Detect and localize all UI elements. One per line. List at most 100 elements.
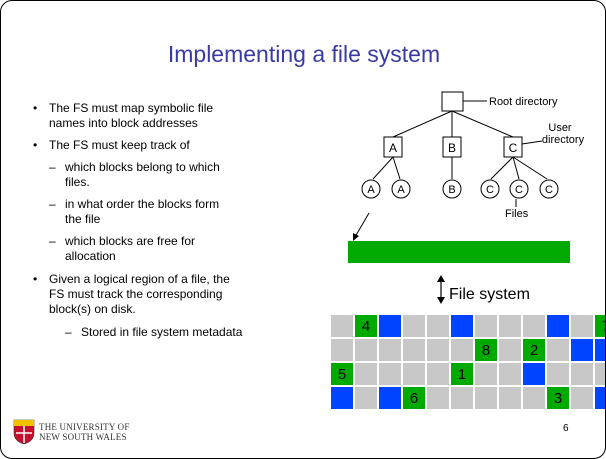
root-directory-box	[441, 91, 464, 112]
disk-block	[523, 387, 546, 410]
sub-bullet-dash: –	[65, 325, 72, 339]
disk-block	[451, 315, 474, 338]
svg-text:C: C	[486, 184, 494, 196]
bullet-3-line-1: Given a logical region of a file, the	[49, 272, 230, 286]
slide-title: Implementing a file system	[167, 41, 441, 67]
disk-block: 4	[355, 315, 378, 338]
directory-c-label: C	[509, 141, 518, 155]
disk-block	[379, 339, 402, 362]
file-node-b: B	[442, 179, 462, 199]
disk-block	[331, 387, 354, 410]
sub-bullet-1-line-2: files.	[65, 175, 90, 189]
disk-block	[379, 387, 402, 410]
disk-block	[331, 339, 354, 362]
bullet-dot: •	[33, 272, 38, 286]
sub-bullet-2-line-1: in what order the blocks form	[65, 197, 220, 211]
file-storage-bar	[348, 241, 570, 263]
disk-block	[403, 339, 426, 362]
file-node-c1: C	[480, 179, 500, 199]
page-number: 6	[563, 423, 569, 434]
disk-block	[523, 363, 546, 386]
svg-text:C: C	[515, 184, 523, 196]
disk-block	[427, 339, 450, 362]
sub-bullet-dash: –	[49, 160, 56, 174]
disk-block	[379, 315, 402, 338]
disk-block	[475, 363, 498, 386]
files-label: Files	[505, 208, 529, 220]
disk-block	[475, 315, 498, 338]
disk-block	[523, 315, 546, 338]
disk-block	[451, 387, 474, 410]
file-node-c2: C	[509, 179, 529, 199]
bullet-dot: •	[33, 138, 38, 152]
disk-block	[355, 363, 378, 386]
svg-text:A: A	[397, 184, 405, 196]
svg-text:B: B	[448, 184, 455, 196]
sub-bullet-3-line-2: allocation	[65, 249, 116, 263]
user-label-line-1: User	[548, 122, 572, 134]
disk-block: 5	[331, 363, 354, 386]
disk-block	[355, 339, 378, 362]
disk-block: 8	[475, 339, 498, 362]
bullet-3-line-3: block(s) on disk.	[49, 302, 136, 316]
disk-block: 1	[451, 363, 474, 386]
disk-block	[379, 363, 402, 386]
disk-block	[355, 387, 378, 410]
sub-bullet-dash: –	[49, 234, 56, 248]
bullet-dot: •	[33, 101, 38, 115]
disk-block	[571, 363, 594, 386]
user-label-line-2: directory	[542, 134, 585, 146]
disk-block	[451, 339, 474, 362]
disk-block	[499, 315, 522, 338]
disk-block	[499, 339, 522, 362]
disk-block	[571, 387, 594, 410]
directory-a-label: A	[389, 141, 397, 155]
disk-block: 2	[523, 339, 546, 362]
sub-bullet-1-line-1: which blocks belong to which	[65, 160, 220, 174]
sub-bullet-dash: –	[49, 197, 56, 211]
disk-block	[499, 387, 522, 410]
disk-block	[403, 315, 426, 338]
disk-block	[547, 315, 570, 338]
user-label-pointer	[521, 140, 543, 145]
disk-block: 3	[547, 387, 570, 410]
file-node-a1: A	[361, 179, 381, 199]
disk-block	[547, 363, 570, 386]
disk-block	[595, 339, 605, 362]
bullet-2-line-1: The FS must keep track of	[49, 138, 190, 152]
file-node-c3: C	[539, 179, 559, 199]
disk-block	[427, 387, 450, 410]
disk-block	[595, 387, 605, 410]
sub-bullet-3-line-1: which blocks are free for	[65, 234, 196, 248]
disk-block	[403, 363, 426, 386]
up-down-arrow-icon	[437, 275, 445, 304]
disk-block	[571, 339, 594, 362]
disk-block	[427, 315, 450, 338]
bullet-1-line-1: The FS must map symbolic file	[49, 101, 214, 115]
disk-block	[475, 387, 498, 410]
disk-block	[427, 363, 450, 386]
disk-block	[547, 339, 570, 362]
sub-bullet-4-line-1: Stored in file system metadata	[81, 325, 243, 339]
svg-text:A: A	[367, 184, 375, 196]
storage-arrow	[354, 212, 370, 238]
university-logo	[13, 419, 35, 450]
bullet-1-line-2: names into block addresses	[49, 116, 198, 130]
disk-block: 6	[403, 387, 426, 410]
disk-block	[331, 315, 354, 338]
university-line-2: NEW SOUTH WALES	[39, 432, 127, 442]
file-system-label: File system	[449, 286, 530, 303]
disk-block: 7	[595, 315, 605, 338]
root-directory-label: Root directory	[489, 96, 558, 108]
university-name: THE UNIVERSITY OF NEW SOUTH WALES	[39, 422, 130, 442]
disk-block	[499, 363, 522, 386]
file-node-a2: A	[391, 179, 411, 199]
bullet-3-line-2: FS must track the corresponding	[49, 287, 223, 301]
directory-b-label: B	[448, 141, 456, 155]
disk-block	[571, 315, 594, 338]
disk-block	[595, 363, 605, 386]
svg-text:C: C	[545, 184, 553, 196]
